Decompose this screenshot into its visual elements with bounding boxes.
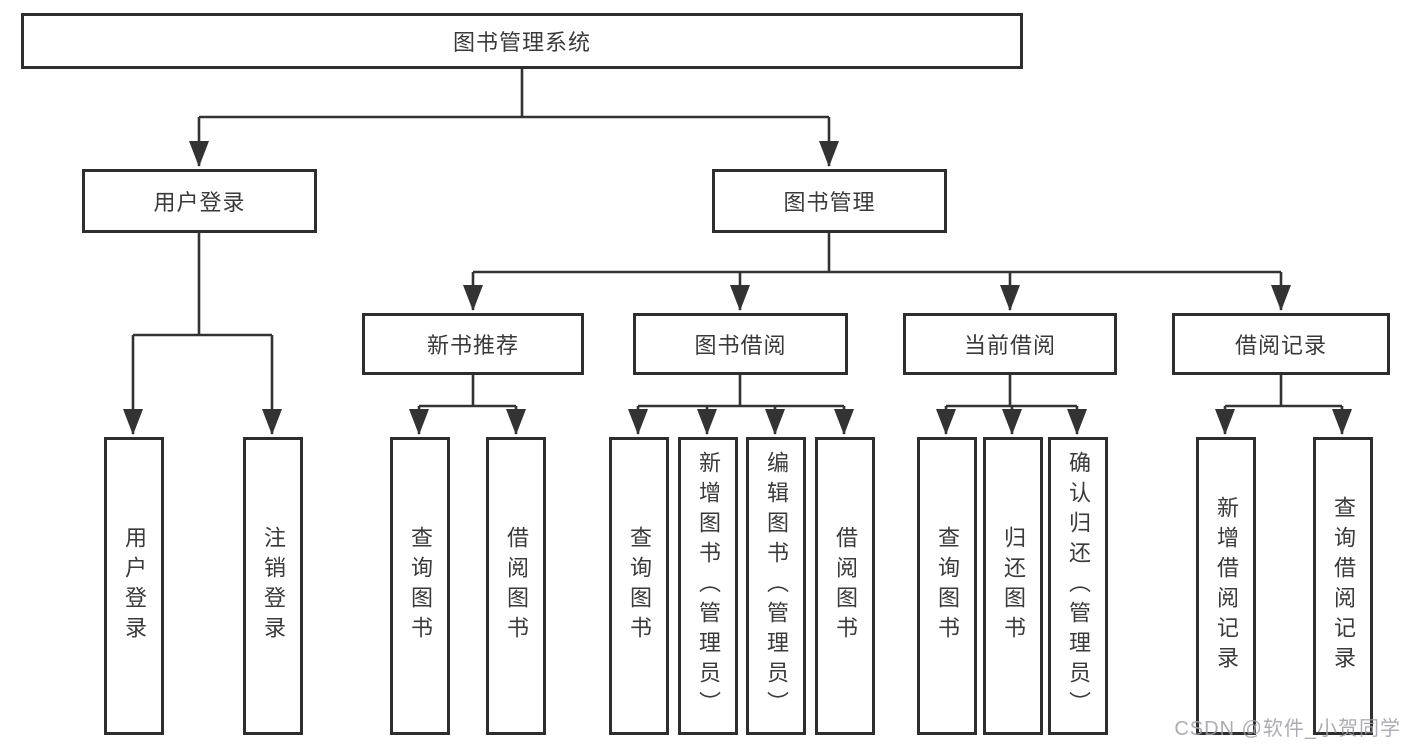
leaf-records-add-record: 新增借阅记录 — [1196, 437, 1256, 735]
node-new-book-recommendation: 新书推荐 — [362, 313, 584, 375]
leaf-recommend-borrow-books: 借阅图书 — [486, 437, 546, 735]
connector-current-trunk — [946, 375, 1077, 408]
connector-root-trunk — [199, 69, 829, 119]
leaf-current-query-books-label: 查询图书 — [935, 526, 960, 646]
connector-recommend-trunk — [419, 375, 516, 408]
leaf-borrowing-borrow-books-label: 借阅图书 — [833, 526, 858, 646]
leaf-borrowing-add-books-admin: 新增图书（管理员） — [678, 437, 738, 735]
node-root-library-management-system: 图书管理系统 — [21, 13, 1023, 69]
leaf-borrowing-edit-books-admin-label: 编辑图书（管理员） — [764, 451, 789, 721]
leaf-logout: 注销登录 — [243, 437, 303, 735]
node-book-borrowing: 图书借阅 — [633, 313, 848, 375]
node-book-management: 图书管理 — [712, 169, 947, 233]
node-current-borrowing: 当前借阅 — [903, 313, 1117, 375]
csdn-watermark: CSDN @软件_小贺同学 — [1174, 718, 1401, 740]
leaf-borrowing-query-books: 查询图书 — [609, 437, 669, 735]
leaf-records-query-record: 查询借阅记录 — [1313, 437, 1373, 735]
leaf-records-add-record-label: 新增借阅记录 — [1214, 496, 1239, 676]
leaf-user-login-label: 用户登录 — [122, 526, 147, 646]
leaf-user-login: 用户登录 — [104, 437, 164, 735]
node-user-login: 用户登录 — [82, 169, 317, 233]
leaf-logout-label: 注销登录 — [261, 526, 286, 646]
leaf-recommend-borrow-books-label: 借阅图书 — [504, 526, 529, 646]
leaf-borrowing-query-books-label: 查询图书 — [627, 526, 652, 646]
leaf-records-query-record-label: 查询借阅记录 — [1331, 496, 1356, 676]
leaf-recommend-query-books-label: 查询图书 — [408, 526, 433, 646]
leaf-current-confirm-return-admin: 确认归还（管理员） — [1048, 437, 1108, 735]
leaf-current-return-books-label: 归还图书 — [1001, 526, 1026, 646]
connector-records-trunk — [1225, 375, 1342, 408]
connector-management-trunk — [473, 233, 1281, 274]
node-borrowing-records: 借阅记录 — [1172, 313, 1390, 375]
leaf-borrowing-borrow-books: 借阅图书 — [815, 437, 875, 735]
leaf-borrowing-add-books-admin-label: 新增图书（管理员） — [696, 451, 721, 721]
leaf-current-return-books: 归还图书 — [983, 437, 1043, 735]
leaf-borrowing-edit-books-admin: 编辑图书（管理员） — [746, 437, 806, 735]
connector-borrowing-trunk — [638, 375, 844, 408]
leaf-recommend-query-books: 查询图书 — [390, 437, 450, 735]
connector-login-trunk — [133, 233, 272, 337]
leaf-current-query-books: 查询图书 — [917, 437, 977, 735]
leaf-current-confirm-return-admin-label: 确认归还（管理员） — [1066, 451, 1091, 721]
